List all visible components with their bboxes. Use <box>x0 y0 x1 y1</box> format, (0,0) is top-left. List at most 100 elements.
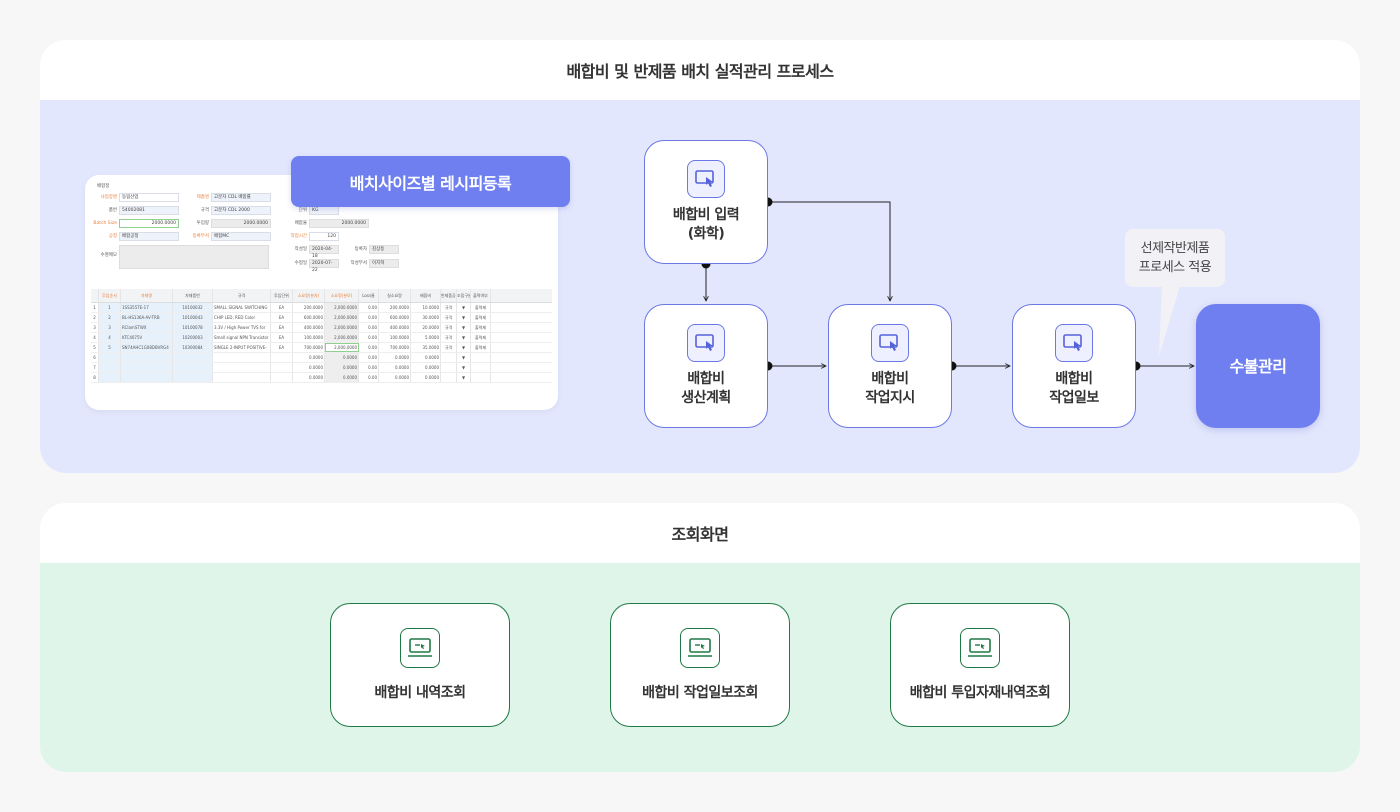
mock-table-cell: 20.0000 <box>411 323 441 332</box>
mock-table-cell: 600.0000 <box>379 313 411 322</box>
node-label: 배합비 작업지시 <box>865 371 915 406</box>
mock-table-cell: EA <box>271 323 293 332</box>
mock-table-cell: 6 <box>91 353 99 362</box>
mock-table-cell: 0.0000 <box>379 353 411 362</box>
mock-table-cell: 30.0000 <box>411 313 441 322</box>
mock-table-cell: ▼ <box>457 313 471 322</box>
mock-table-cell: 100.0000 <box>379 333 411 342</box>
mock-table-cell <box>99 353 121 362</box>
mock-table-header-cell: 투입순서 <box>99 289 121 302</box>
mock-table-cell <box>121 353 173 362</box>
mock-table-cell: 1SS355TE-17 <box>121 303 173 312</box>
mock-table-header-cell: 출력여부 <box>471 289 491 302</box>
mock-table-cell: 0.00 <box>359 363 379 372</box>
mock-table-cell: 0.0000 <box>411 363 441 372</box>
mock-table-cell: 2,000.0000 <box>325 343 359 352</box>
recipe-screenshot: 배합정 사업장명 동림산업 제품명 고분자 CDL 배합률 품번 5400208… <box>85 175 558 410</box>
mock-table-cell <box>213 373 271 382</box>
query-card-recipe-history[interactable]: 배합비 내역조회 <box>330 603 510 727</box>
mock-table-cell: 0.00 <box>359 333 379 342</box>
mock-table-cell: 5 <box>91 343 99 352</box>
query-card-label: 배합비 작업일보조회 <box>642 685 758 701</box>
node-work-order[interactable]: 배합비 작업지시 <box>828 304 952 428</box>
mock-table-cell: 2,000.0000 <box>325 323 359 332</box>
mock-table-cell <box>173 373 213 382</box>
mock-table-cell <box>213 353 271 362</box>
touch-screen-icon <box>871 324 909 362</box>
mock-label: 작성일 <box>294 247 307 252</box>
mock-table-cell: 10300084 <box>173 343 213 352</box>
mock-table-cell: 10.0000 <box>411 303 441 312</box>
node-recipe-input[interactable]: 배합비 입력 (화학) <box>644 140 768 264</box>
mock-table-cell: ▼ <box>457 323 471 332</box>
mock-table-cell: ▼ <box>457 303 471 312</box>
mock-table-header-cell: 반제품공정여부 <box>441 289 457 302</box>
mock-table-cell: EA <box>271 333 293 342</box>
mock-label: 제품명 <box>196 195 209 200</box>
bubble-line-1: 선제작반제품 <box>1140 241 1210 256</box>
mock-table-cell: 0.0000 <box>325 363 359 372</box>
mock-table-cell: 10100032 <box>173 303 213 312</box>
mock-field: 2000.0000 <box>211 219 271 228</box>
mock-table-cell: 5 <box>99 343 121 352</box>
mock-field: 고분자 CDL 배합률 <box>211 193 271 202</box>
node-production-plan[interactable]: 배합비 생산계획 <box>644 304 768 428</box>
mock-table-cell: 0.00 <box>359 353 379 362</box>
mock-field: 배합MC <box>211 232 271 241</box>
monitor-cursor-icon <box>400 628 440 668</box>
mock-table-cell: 400.0000 <box>293 323 325 332</box>
mock-table-cell: ▼ <box>457 363 471 372</box>
mock-table-cell: 0.0000 <box>325 373 359 382</box>
mock-table-cell: 4 <box>99 333 121 342</box>
mock-memo <box>119 245 269 269</box>
mock-label: 배합율 <box>294 221 307 226</box>
connector-input-order <box>763 197 891 302</box>
mock-label: 품번 <box>108 208 117 213</box>
mock-table-cell <box>173 353 213 362</box>
mock-table-cell: 0.0000 <box>293 363 325 372</box>
process-panel-body: 배합정 사업장명 동림산업 제품명 고분자 CDL 배합률 품번 5400208… <box>40 100 1360 473</box>
mock-table-cell: ▼ <box>457 373 471 382</box>
touch-screen-icon <box>687 160 725 198</box>
mock-label: 공정 <box>108 234 117 239</box>
query-panel-title: 조회화면 <box>671 525 729 544</box>
mock-table-cell: 1 <box>99 303 121 312</box>
bubble-tail <box>1159 286 1180 356</box>
mock-label: 수명메모 <box>100 253 117 258</box>
process-panel-title: 배합비 및 반제품 배치 실적관리 프로세스 <box>566 62 834 81</box>
mock-table-cell: 규격 <box>441 343 457 352</box>
mock-table-cell <box>441 373 457 382</box>
mock-table-cell <box>271 363 293 372</box>
mock-table-cell <box>271 373 293 382</box>
mock-table-cell: 700.0000 <box>293 343 325 352</box>
mock-table-cell: 35.0000 <box>411 343 441 352</box>
mock-field: KG <box>309 206 339 215</box>
node-inventory-management[interactable]: 수불관리 <box>1196 304 1320 428</box>
mock-table-cell: 출력제 <box>471 323 491 332</box>
query-card-material-history[interactable]: 배합비 투입자재내역조회 <box>890 603 1070 727</box>
mock-table-cell <box>271 353 293 362</box>
mock-label: 작업시간 <box>290 234 307 239</box>
mock-table-cell: ▼ <box>457 343 471 352</box>
node-work-report[interactable]: 배합비 작업일보 <box>1012 304 1136 428</box>
mock-table-cell: CHIP LED, RED Color <box>213 313 271 322</box>
mock-table-cell <box>99 363 121 372</box>
node-label: 배합비 입력 (화학) <box>672 207 740 242</box>
monitor-cursor-icon <box>680 628 720 668</box>
mock-table-cell: 3 <box>99 323 121 332</box>
process-panel: 배합비 및 반제품 배치 실적관리 프로세스 배합정 사업장명 동림산업 제품명… <box>40 40 1360 473</box>
mock-table-header-cell: 실소요량 <box>379 289 411 302</box>
mock-label: 단위 <box>298 208 307 213</box>
mock-table-cell: SN74AHC1G08DBVRG4 <box>121 343 173 352</box>
mock-table-cell: 출력제 <box>471 333 491 342</box>
query-card-work-report[interactable]: 배합비 작업일보조회 <box>610 603 790 727</box>
mock-table-cell: 2 <box>99 313 121 322</box>
mock-table-cell: 0.00 <box>359 303 379 312</box>
mock-table-header-cell: 소요량(분모) <box>325 289 359 302</box>
mock-table-cell <box>471 353 491 362</box>
mock-table-cell: 8 <box>91 373 99 382</box>
